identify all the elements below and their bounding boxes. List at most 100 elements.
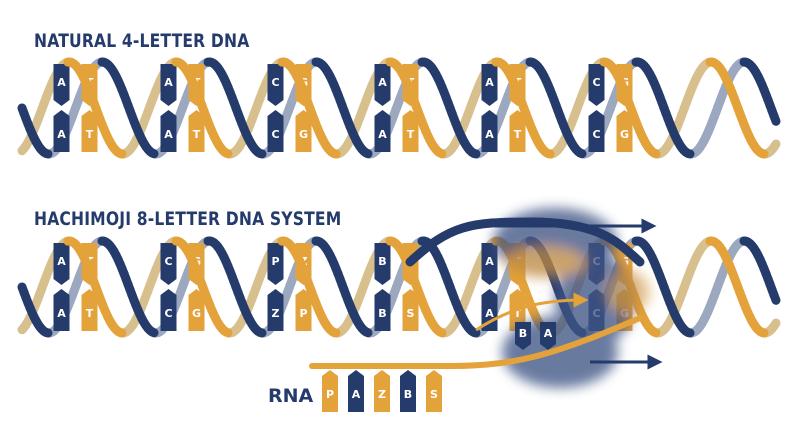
base-pair: PZ [267,243,284,331]
base-letter: B [378,307,386,320]
base-top: A [481,64,498,106]
base-letter: A [164,128,173,141]
base-top: B [374,243,391,285]
base-bottom: T [402,110,419,152]
base-letter: A [544,327,553,340]
base-pair: CC [160,243,177,331]
base-pair: BB [374,243,391,331]
base-top: P [267,243,284,285]
rna-base: A [348,370,364,412]
base-pair: CC [267,64,284,152]
base-letter: A [164,76,173,89]
base-letter: B [378,255,386,268]
base-letter: B [404,388,412,401]
base-bottom: A [53,110,70,152]
base-bottom: T [188,110,205,152]
base-bottom: P [295,289,312,331]
base-letter: C [592,128,600,141]
base-letter: G [620,128,629,141]
base-letter: A [485,76,494,89]
base-letter: C [164,307,172,320]
base-bottom: T [509,110,526,152]
base-bottom: G [295,110,312,152]
base-letter: A [485,128,494,141]
base-pair: CC [588,64,605,152]
base-pair: AA [160,64,177,152]
base-pair: AA [481,64,498,152]
base-letter: C [271,128,279,141]
base-letter: S [407,307,415,320]
hachimoji-dna-helix: AATTCCGGPZZPBBSSAATTCCGG [17,236,781,338]
base-letter: C [271,76,279,89]
base-letter: A [485,255,494,268]
hachimoji-dna-heading: HACHIMOJI 8-LETTER DNA SYSTEM [34,208,342,230]
base-top: A [53,243,70,285]
base-letter: C [164,255,172,268]
base-letter: T [514,128,522,141]
base-letter: T [86,307,94,320]
base-bottom: A [481,110,498,152]
polymerase-base: A [540,322,556,350]
helix-front-strands [17,57,781,159]
base-bottom: A [160,110,177,152]
base-bottom: C [588,110,605,152]
rna-strand [309,315,643,369]
base-letter: A [485,307,494,320]
rna-product: RNA P A Z B S [268,370,442,412]
base-letter: A [57,128,66,141]
direction-arrow-rna [475,292,589,332]
natural-dna-heading: NATURAL 4-LETTER DNA [34,30,250,52]
base-letter: G [299,128,308,141]
base-letter: A [57,76,66,89]
base-bottom: C [267,110,284,152]
base-top: A [53,64,70,106]
base-pair: AA [374,64,391,152]
base-letter: A [57,255,66,268]
base-letter: A [378,76,387,89]
rna-base: Z [374,370,390,412]
base-bottom: A [53,289,70,331]
rna-label: RNA [268,385,314,407]
base-top: A [481,243,498,285]
rna-base: P [322,370,338,412]
base-letter: A [57,307,66,320]
base-letter: Z [378,388,386,401]
base-letter: G [192,307,201,320]
base-top: C [267,64,284,106]
base-bottom: T [81,289,98,331]
base-bottom: G [616,110,633,152]
base-letter: T [407,128,415,141]
natural-dna-helix: AATTAATTCCGGAATTAATTCCGG [17,57,781,159]
polymerase-base: B [515,322,531,350]
rna-base: B [400,370,416,412]
rna-base: S [426,370,442,412]
base-letter: Z [272,307,280,320]
base-top: A [374,64,391,106]
base-bottom: S [402,289,419,331]
base-bottom: T [81,110,98,152]
base-bottom: Z [267,289,284,331]
base-pair: AA [53,64,70,152]
base-letter: T [86,128,94,141]
base-letter: T [514,307,522,320]
base-top: C [588,64,605,106]
base-letter: A [352,388,361,401]
base-pair: AA [53,243,70,331]
base-bottom: G [188,289,205,331]
base-top: C [160,243,177,285]
base-letter: T [193,128,201,141]
base-letter: P [271,255,279,268]
base-letter: C [592,76,600,89]
base-letter: P [299,307,307,320]
unwound-dna-strand [405,217,645,267]
base-letter: A [378,128,387,141]
base-letter: S [430,388,438,401]
base-bottom: A [374,110,391,152]
base-bottom: B [374,289,391,331]
base-top: A [160,64,177,106]
base-letter: B [519,327,527,340]
